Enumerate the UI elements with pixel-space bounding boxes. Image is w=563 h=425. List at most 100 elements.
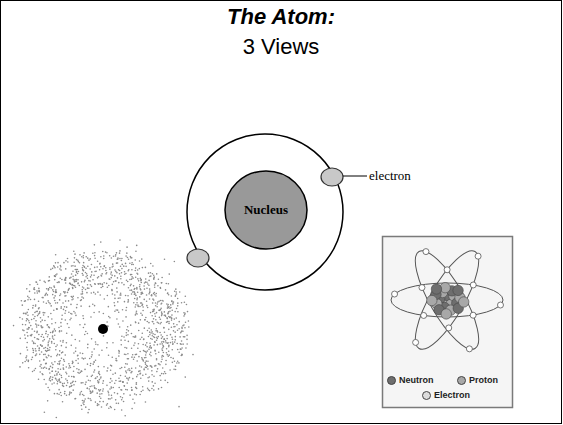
cloud-dot <box>142 306 144 308</box>
cloud-dot <box>72 381 74 383</box>
cloud-dot <box>56 309 58 311</box>
cloud-dot <box>92 303 94 305</box>
cloud-dot <box>53 338 55 340</box>
cloud-dot <box>119 258 121 260</box>
cloud-dot <box>42 340 44 342</box>
cloud-dot <box>123 393 125 395</box>
cloud-dot <box>70 313 72 315</box>
cloud-dot <box>148 327 150 329</box>
cloud-dot <box>93 274 95 276</box>
cloud-dot <box>138 356 140 358</box>
cloud-dot <box>134 342 136 344</box>
cloud-dot <box>37 292 39 294</box>
cloud-dot <box>154 337 156 339</box>
cloud-dot <box>151 315 153 317</box>
cloud-dot <box>28 297 30 299</box>
cloud-dot <box>148 293 150 295</box>
cloud-dot <box>160 307 162 309</box>
cloud-dot <box>94 387 96 389</box>
cloud-dot <box>71 392 73 394</box>
cloud-dot <box>116 291 118 293</box>
cloud-dot <box>86 292 88 294</box>
cloud-dot <box>61 357 63 359</box>
cloud-dot <box>34 299 36 301</box>
cloud-dot <box>41 367 43 369</box>
cloud-dot <box>68 288 70 290</box>
cloud-dot <box>157 338 159 340</box>
cloud-dot <box>90 363 92 365</box>
cloud-dot <box>110 378 112 380</box>
cloud-dot <box>65 310 67 312</box>
cloud-dot <box>140 377 142 379</box>
cloud-dot <box>124 366 126 368</box>
cloud-dot <box>87 412 89 414</box>
cloud-dot <box>140 282 142 284</box>
cloud-dot <box>146 342 148 344</box>
cloud-dot <box>175 288 177 290</box>
cloud-dot <box>155 330 157 332</box>
cloud-dot <box>103 366 105 368</box>
cloud-dot <box>78 373 80 375</box>
cloud-dot <box>176 324 178 326</box>
cloud-dot <box>33 343 35 345</box>
cloud-dot <box>84 398 86 400</box>
cloud-dot <box>53 382 55 384</box>
cloud-dot <box>147 283 149 285</box>
cloud-dot <box>58 379 60 381</box>
cloud-dot <box>168 329 170 331</box>
cloud-dot <box>183 315 185 317</box>
cloud-dot <box>74 279 76 281</box>
cloud-dot <box>143 299 145 301</box>
cloud-dot <box>132 264 134 266</box>
cloud-dot <box>102 284 104 286</box>
cloud-dot <box>93 385 95 387</box>
cloud-dot <box>52 330 54 332</box>
cloud-dot <box>36 331 38 333</box>
cloud-dot <box>128 330 130 332</box>
cloud-dot <box>54 393 56 395</box>
cloud-dot <box>122 320 124 322</box>
cloud-dot <box>119 326 121 328</box>
cloud-dot <box>112 293 114 295</box>
cloud-dot <box>184 314 186 316</box>
cloud-dot <box>158 388 160 390</box>
cloud-dot <box>70 277 72 279</box>
cloud-dot <box>118 377 120 379</box>
cloud-dot <box>146 294 148 296</box>
electron-ball <box>419 285 425 291</box>
cloud-dot <box>139 365 141 367</box>
cloud-dot <box>129 377 131 379</box>
cloud-dot <box>54 279 56 281</box>
cloud-dot <box>78 271 80 273</box>
cloud-dot <box>143 368 145 370</box>
cloud-dot <box>62 351 64 353</box>
cloud-dot <box>90 292 92 294</box>
cloud-dot <box>36 290 38 292</box>
cloud-dot <box>19 366 21 368</box>
cloud-dot <box>81 391 83 393</box>
cloud-dot <box>149 298 151 300</box>
cloud-dot <box>121 272 123 274</box>
cloud-dot <box>66 306 68 308</box>
cloud-dot <box>140 279 142 281</box>
cloud-dot <box>29 291 31 293</box>
cloud-dot <box>171 349 173 351</box>
cloud-dot <box>161 315 163 317</box>
cloud-dot <box>20 353 22 355</box>
cloud-dot <box>48 289 50 291</box>
cloud-dot <box>179 291 181 293</box>
cloud-dot <box>45 350 47 352</box>
cloud-dot <box>136 360 138 362</box>
cloud-dot <box>83 404 85 406</box>
cloud-dot <box>69 394 71 396</box>
cloud-dot <box>154 286 156 288</box>
cloud-dot <box>153 274 155 276</box>
cloud-dot <box>43 348 45 350</box>
cloud-dot <box>149 292 151 294</box>
cloud-dot <box>68 367 70 369</box>
cloud-dot <box>121 409 123 411</box>
cloud-dot <box>90 276 92 278</box>
cloud-dot <box>53 343 55 345</box>
cloud-dot <box>145 367 147 369</box>
